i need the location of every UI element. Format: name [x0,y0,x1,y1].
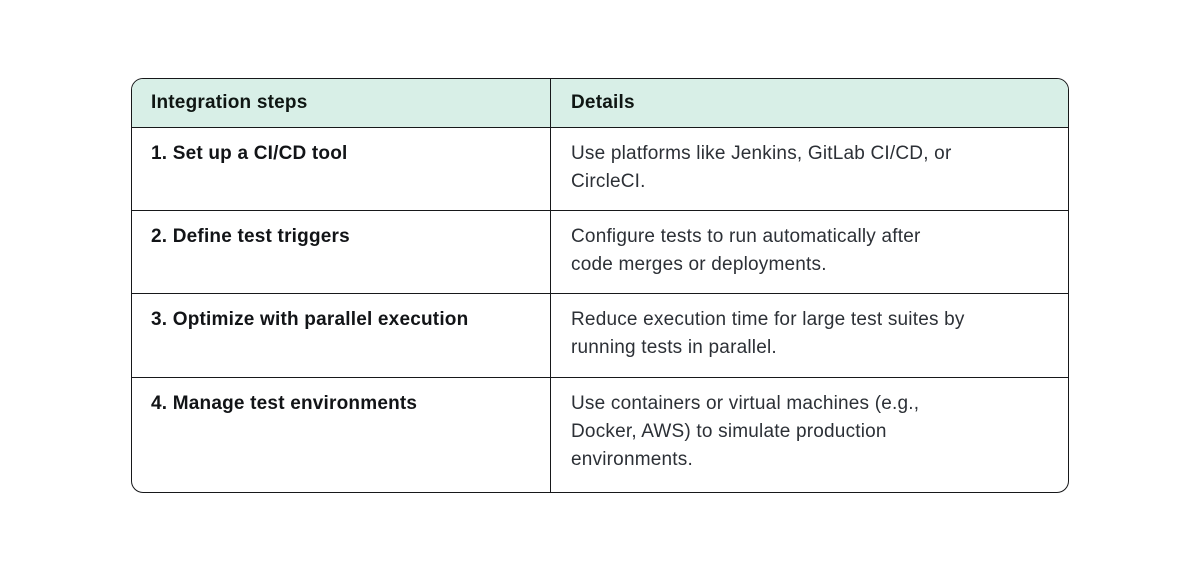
table-body: 1. Set up a CI/CD tool Use platforms lik… [132,128,1068,492]
table-row: 1. Set up a CI/CD tool Use platforms lik… [132,128,1068,211]
details-cell: Configure tests to run automatically aft… [571,226,921,275]
table-header-row: Integration steps Details [132,79,1068,128]
step-cell: 2. Define test triggers [132,211,551,293]
integration-steps-table: Integration steps Details 1. Set up a CI… [131,78,1069,493]
table-row: 3. Optimize with parallel execution Redu… [132,294,1068,378]
table-row: 2. Define test triggers Configure tests … [132,211,1068,294]
details-cell: Reduce execution time for large test sui… [571,309,965,358]
details-cell: Use containers or virtual machines (e.g.… [571,393,920,470]
step-cell: 1. Set up a CI/CD tool [132,128,551,210]
column-header-details: Details [571,92,635,113]
details-cell: Use platforms like Jenkins, GitLab CI/CD… [571,143,952,192]
column-header-integration-steps: Integration steps [132,79,551,127]
table-row: 4. Manage test environments Use containe… [132,378,1068,492]
step-cell: 4. Manage test environments [132,378,551,492]
step-cell: 3. Optimize with parallel execution [132,294,551,377]
